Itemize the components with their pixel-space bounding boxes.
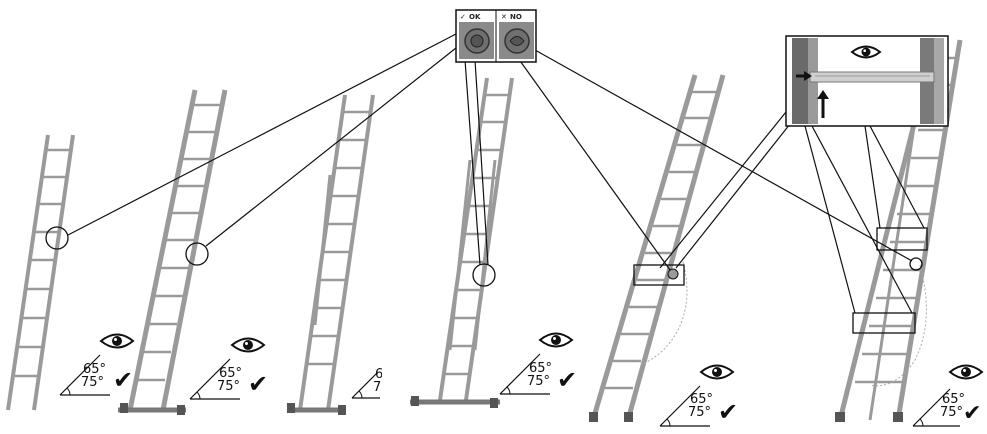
eye-icon <box>231 337 265 353</box>
ok-mark: ✓ <box>460 13 466 21</box>
angle-indicator-2: 65° 75° ✔ <box>189 337 268 400</box>
angle-upper: 65° <box>219 366 242 381</box>
eye-icon <box>949 364 983 380</box>
marker-circle-ladder-6 <box>909 257 923 271</box>
ladder-4 <box>410 77 514 408</box>
ok-label: OK <box>469 13 481 21</box>
angle-icon <box>351 371 380 399</box>
no-label: NO <box>510 13 522 21</box>
leader-lines <box>67 33 925 314</box>
ladder-2 <box>118 89 228 415</box>
angle-icon <box>59 354 110 396</box>
angle-indicator-5: 65° 75° ✔ <box>659 364 738 427</box>
angle-icon <box>189 358 240 400</box>
check-icon: ✔ <box>557 366 577 394</box>
angle-lower: 75° <box>81 375 104 390</box>
angle-upper: 65° <box>529 361 552 376</box>
ladder-1 <box>6 134 75 411</box>
ladder-6 <box>835 39 963 422</box>
marker-circle-ladder-1 <box>45 226 69 250</box>
angle-lower: 75° <box>688 405 711 420</box>
inset-ok-no: ✓ OK ✕ NO <box>455 9 537 63</box>
no-mark: ✕ <box>501 13 507 21</box>
eye-icon <box>100 333 134 349</box>
angle-upper: 65° <box>690 392 713 407</box>
angle-upper: 65° <box>83 362 106 377</box>
marker-rect-ladder-6-lower <box>852 312 916 334</box>
marker-circle-ladder-4 <box>472 263 496 287</box>
eye-icon <box>539 332 573 348</box>
angle-icon <box>499 353 550 395</box>
angle-lower: 75° <box>527 374 550 389</box>
angle-icon <box>659 385 710 427</box>
angle-upper: 65° <box>375 367 398 382</box>
ladder-3 <box>287 94 375 415</box>
angle-indicator-1: 65° 75° ✔ <box>59 333 134 396</box>
marker-rect-ladder-5 <box>633 264 685 286</box>
check-icon: ✔ <box>248 370 268 398</box>
angle-icon <box>912 388 960 427</box>
ladder-5 <box>589 74 726 422</box>
detail-markers <box>45 226 928 334</box>
eye-icon <box>700 364 734 380</box>
angle-indicator-4: 65° 75° ✔ <box>499 332 577 395</box>
angle-lower: 75° <box>940 405 963 420</box>
marker-rect-ladder-6-upper <box>876 227 928 251</box>
angle-upper: 65° <box>942 392 965 407</box>
marker-circle-ladder-2 <box>185 242 209 266</box>
check-icon: ✔ <box>718 398 738 426</box>
check-icon: ✔ <box>963 401 981 426</box>
angle-indicator-3: 65° 75° <box>351 367 398 399</box>
check-icon: ✔ <box>113 366 133 394</box>
angle-lower: 75° <box>373 380 396 395</box>
inset-rung-lock <box>785 35 949 127</box>
angle-lower: 75° <box>217 379 240 394</box>
eye-icon <box>850 45 882 59</box>
angle-indicator-6: 65° 75° ✔ <box>912 364 983 427</box>
